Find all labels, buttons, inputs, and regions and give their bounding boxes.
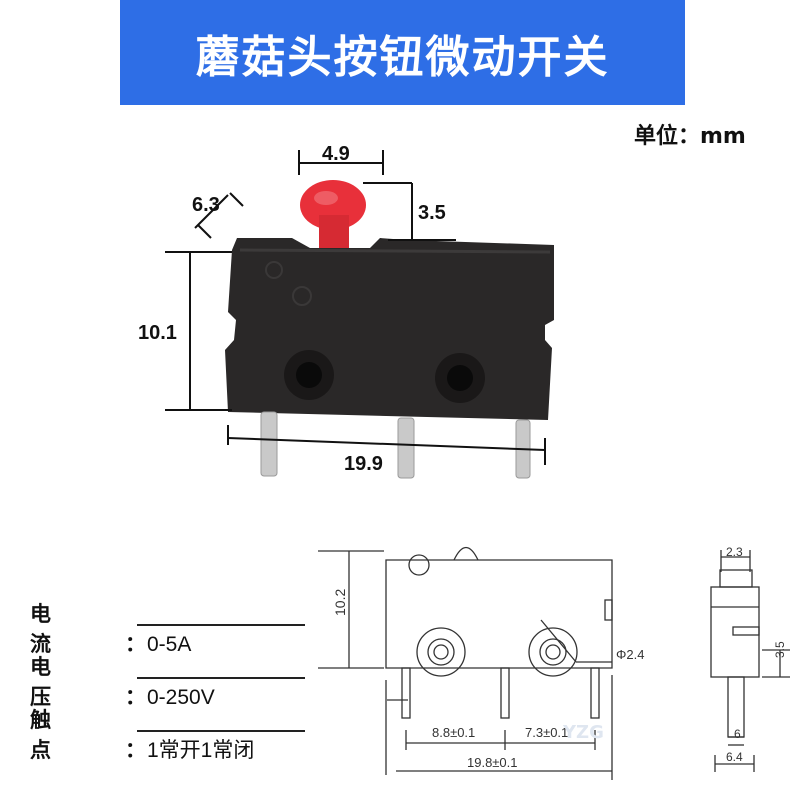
spec-colon: ： [125,632,146,656]
spec-label: 电压 [30,655,79,709]
spec-current: 电流 ：0-5A [30,598,191,658]
dim-pin-length: 6 [734,727,741,741]
dim-length: 19.9 [344,453,383,475]
underline [137,677,305,679]
dim-pin-spacing-2: 7.3±0.1 [525,725,568,740]
spec-colon: ： [125,738,146,762]
spec-label: 触点 [30,708,79,762]
photo-dimension-lines [165,150,546,465]
dim-body-height: 10.1 [138,322,177,344]
spec-label: 电流 [30,602,79,656]
page-title: 蘑菇头按钮微动开关 [195,31,610,83]
spec-value: 0-250V [147,686,215,709]
watermark: YZG [563,722,604,743]
switch-body [225,238,554,420]
underline [137,730,305,732]
dim-button-height: 3.5 [418,202,446,224]
spec-value: 0-5A [147,633,192,656]
dim-pin-spacing-1: 8.8±0.1 [432,725,475,740]
title-banner: 蘑菇头按钮微动开关 [120,0,685,105]
dim-base-width: 6.4 [726,750,743,764]
spec-value: 1常开1常闭 [147,739,255,762]
dim-hole-diameter: Φ2.4 [616,647,644,662]
dim-thickness: 6.3 [192,194,220,216]
unit-label: 单位：mm [634,124,746,149]
dim-height: 10.2 [332,589,348,616]
underline [137,624,305,626]
dim-button-travel: 3.5 [773,641,787,658]
dim-total-length: 19.8±0.1 [467,755,518,770]
dim-button-width: 4.9 [322,143,350,165]
spec-voltage: 电压 ：0-250V [30,651,215,711]
spec-contact: 触点 ：1常开1常闭 [30,704,254,764]
dim-top-width: 2.3 [726,545,743,559]
spec-colon: ： [125,685,146,709]
